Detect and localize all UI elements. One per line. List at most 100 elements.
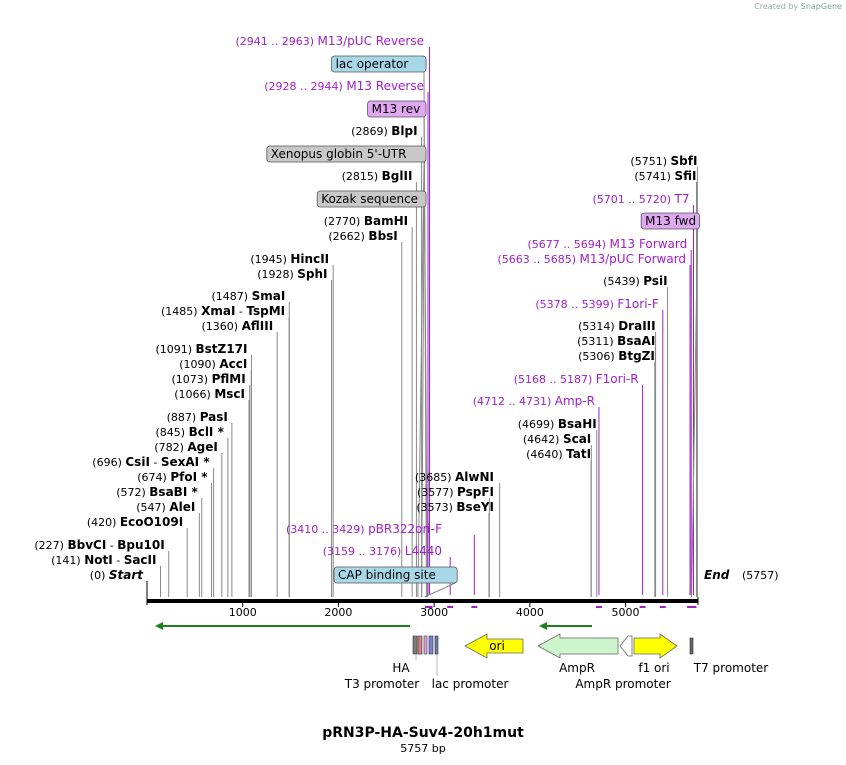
site-position: (5311)	[577, 335, 617, 348]
site-label[interactable]: (420) EcoO109I	[87, 515, 183, 529]
site-label[interactable]: (1945) HincII	[250, 252, 329, 266]
site-label[interactable]: (674) PfoI *	[137, 470, 208, 484]
feature-label: lac promoter	[432, 677, 509, 691]
site-position: (5741)	[634, 170, 674, 183]
site-text: (227) BbvCI - Bpu10I	[34, 538, 164, 552]
primer-text: (5168 .. 5187) F1ori-R	[514, 372, 639, 386]
site-separator: -	[113, 554, 124, 567]
site-name: PflMI	[212, 372, 246, 386]
site-position: (420)	[87, 516, 120, 529]
feature-box[interactable]: M13 rev	[367, 100, 427, 118]
site-label[interactable]: (5439) PsiI	[603, 274, 667, 288]
site-text: (5311) BsaAI	[577, 334, 655, 348]
primer-label[interactable]: (5663 .. 5685) M13/pUC Forward	[497, 252, 686, 266]
ampr-promoter-arrow	[619, 635, 633, 657]
site-label[interactable]: (1066) MscI	[174, 387, 245, 401]
site-label[interactable]: (5751) SbfI	[630, 154, 697, 168]
primer-label[interactable]: (4712 .. 4731) Amp-R	[473, 394, 595, 408]
primer-name: T7	[674, 192, 690, 206]
primer-range: (5168 .. 5187)	[514, 373, 596, 386]
site-position: (4642)	[523, 433, 563, 446]
site-text: (5751) SbfI	[630, 154, 697, 168]
site-label[interactable]: (1091) BstZ17I	[155, 342, 247, 356]
site-label[interactable]: (1928) SphI	[257, 267, 327, 281]
site-label[interactable]: (1090) AccI	[179, 357, 247, 371]
site-label[interactable]: (3573) BseYI	[416, 500, 494, 514]
site-label[interactable]: (5741) SfiI	[634, 169, 696, 183]
feature-box[interactable]: lac operator	[331, 55, 427, 73]
primer-label[interactable]: (3159 .. 3176) L4440	[323, 544, 442, 558]
ori-arrow[interactable]	[464, 633, 524, 659]
site-label[interactable]: (5314) DraIII	[578, 319, 655, 333]
site-name: BglII	[382, 169, 413, 183]
site-text: (1066) MscI	[174, 387, 245, 401]
site-label[interactable]: (1485) XmaI - TspMI	[161, 304, 285, 318]
site-label[interactable]: (141) NotI - SacII	[51, 553, 156, 567]
primer-range: (3410 .. 3429)	[286, 523, 368, 536]
site-label[interactable]: (1073) PflMI	[172, 372, 246, 386]
site-label[interactable]: (2869) BlpI	[351, 124, 417, 138]
site-position: (572)	[116, 486, 149, 499]
site-label[interactable]: (572) BsaBI *	[116, 485, 198, 499]
feature-line	[421, 206, 425, 598]
site-label[interactable]: (0) Start	[90, 568, 144, 582]
feature-box[interactable]: M13 fwd	[640, 212, 700, 230]
site-label[interactable]: (227) BbvCI - Bpu10I	[34, 538, 164, 552]
primer-range: (2941 .. 2963)	[235, 35, 317, 48]
feature-box[interactable]: CAP binding site	[333, 566, 458, 584]
site-label[interactable]: (2815) BglII	[342, 169, 413, 183]
primer-name: L4440	[405, 544, 442, 558]
feature-box-label: Kozak sequence	[321, 192, 418, 206]
site-text: (1073) PflMI	[172, 372, 246, 386]
site-label[interactable]: (3685) AlwNI	[415, 470, 494, 484]
site-label[interactable]: (1487) SmaI	[212, 289, 286, 303]
site-name: SmaI	[252, 289, 286, 303]
ampr-arrow[interactable]	[537, 633, 619, 659]
feature-box[interactable]: Xenopus globin 5'-UTR	[266, 145, 427, 163]
site-name: BtgZI	[618, 349, 655, 363]
site-label[interactable]: (5306) BtgZI	[578, 349, 655, 363]
site-label[interactable]: (845) BclI *	[155, 425, 224, 439]
site-text: (2869) BlpI	[351, 124, 417, 138]
site-label[interactable]: (2662) BbsI	[328, 229, 397, 243]
primer-label[interactable]: (5701 .. 5720) T7	[592, 192, 689, 206]
primer-name: pBR322ori-F	[368, 522, 442, 536]
site-label[interactable]: (1360) AflIII	[202, 319, 274, 333]
site-text: (845) BclI *	[155, 425, 224, 439]
site-label[interactable]: (887) PasI	[167, 410, 228, 424]
site-label[interactable]: (4642) ScaI	[523, 432, 591, 446]
feature-box-label: Xenopus globin 5'-UTR	[271, 147, 407, 161]
primer-name: F1ori-F	[617, 297, 658, 311]
site-name-2: Bpu10I	[117, 538, 164, 552]
primer-label[interactable]: (5677 .. 5694) M13 Forward	[527, 237, 687, 251]
primer-label[interactable]: (2928 .. 2944) M13 Reverse	[264, 79, 424, 93]
primer-label[interactable]: (5168 .. 5187) F1ori-R	[514, 372, 639, 386]
site-label[interactable]: (4640) TatI	[526, 447, 591, 461]
f1ori-arrow[interactable]	[633, 633, 678, 659]
site-position: (141)	[51, 554, 84, 567]
primer-range: (5701 .. 5720)	[592, 193, 674, 206]
site-position: (4640)	[526, 448, 566, 461]
site-name: XmaI	[201, 304, 235, 318]
site-label[interactable]: (696) CsiI - SexAI *	[92, 455, 210, 469]
site-name: BbvCI	[67, 538, 106, 552]
site-label[interactable]: (5311) BsaAI	[577, 334, 655, 348]
feature-box-bg	[316, 190, 427, 208]
site-label[interactable]: (3577) PspFI	[417, 485, 494, 499]
feature-box[interactable]: Kozak sequence	[316, 190, 427, 208]
primer-name: M13 Reverse	[346, 79, 424, 93]
site-position: (674)	[137, 471, 170, 484]
primer-label[interactable]: (5378 .. 5399) F1ori-F	[535, 297, 659, 311]
site-text: (2662) BbsI	[328, 229, 397, 243]
site-label[interactable]: (4699) BsaHI	[518, 417, 597, 431]
site-name: PspFI	[457, 485, 494, 499]
site-name: CsiI	[125, 455, 150, 469]
primer-label[interactable]: (3410 .. 3429) pBR322ori-F	[286, 522, 442, 536]
site-text: (4640) TatI	[526, 447, 591, 461]
site-label[interactable]: (2770) BamHI	[324, 214, 408, 228]
primer-label[interactable]: (2941 .. 2963) M13/pUC Reverse	[235, 34, 424, 48]
site-name: SbfI	[671, 154, 698, 168]
site-label[interactable]: (547) AleI	[136, 500, 195, 514]
site-label[interactable]: (782) AgeI	[154, 440, 218, 454]
